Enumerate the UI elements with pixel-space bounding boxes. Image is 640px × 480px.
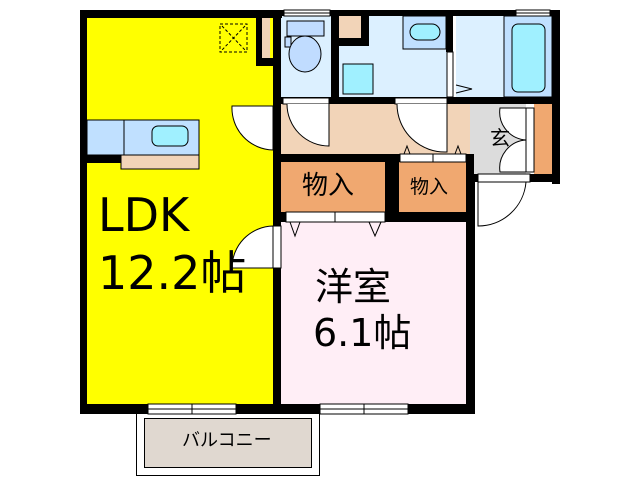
- door-toilet-icon: [282, 97, 330, 147]
- door-ldk-hall-icon: [231, 105, 274, 151]
- bathtub-icon: [503, 15, 553, 98]
- closet-wall-v: [361, 16, 369, 46]
- ldk-window-icon: [147, 403, 237, 415]
- washing-machine-icon: [342, 63, 374, 95]
- storage-door-icon: [399, 144, 467, 163]
- balcony-floor: [144, 418, 312, 468]
- storage-large-label: 物入: [302, 171, 355, 201]
- western-window-icon: [319, 403, 409, 415]
- ldk-floor: [86, 18, 273, 404]
- western-room-size-label: 6.1帖: [313, 311, 412, 355]
- ldk-size-label: 12.2帖: [98, 246, 247, 300]
- kitchen-counter-icon: [86, 119, 200, 170]
- storage-small-label: 物入: [410, 176, 449, 198]
- western-room-name-label: 洋室: [315, 265, 392, 309]
- storage-top-wall: [276, 154, 472, 162]
- toilet-window-icon: [283, 9, 331, 17]
- entrance-label: 玄: [490, 126, 510, 150]
- shoe-cabinet: [534, 104, 552, 174]
- toilet-icon: [284, 20, 325, 73]
- closet-small: [339, 16, 361, 38]
- western-room-floor: [281, 222, 467, 404]
- closet-door-icon: [285, 211, 386, 238]
- closet-wall: [339, 38, 369, 46]
- entrance-inner-door-icon: [499, 107, 535, 173]
- storage-divider: [385, 154, 399, 218]
- toilet-right-wall: [331, 16, 339, 104]
- ldk-storage-strip: [262, 18, 270, 58]
- ldk-right-wall: [273, 18, 281, 404]
- washbasin-icon: [402, 15, 447, 50]
- ldk-name-label: LDK: [98, 188, 190, 242]
- outer-wall-top-left: [80, 10, 282, 18]
- entrance-left-wall: [466, 154, 474, 174]
- outer-wall-right-lower: [466, 180, 475, 414]
- bath-window-icon: [515, 9, 551, 17]
- balcony-label: バルコニー: [182, 430, 272, 451]
- outer-wall-left: [80, 10, 87, 414]
- ldk-notch-vert: [256, 18, 262, 66]
- ventilation-icon: [219, 23, 248, 53]
- storage-small: [399, 162, 466, 212]
- outer-wall-bottom: [80, 404, 475, 414]
- washroom-bath-wall: [446, 16, 453, 52]
- door-washroom-icon: [394, 97, 448, 153]
- outer-wall-top-right: [276, 10, 558, 16]
- bath-door-icon: [446, 51, 473, 98]
- storage-large: [281, 162, 385, 212]
- door-ldk-western-icon: [231, 225, 282, 269]
- ldk-kitchen-notch: [256, 58, 276, 66]
- front-door-icon: [477, 173, 531, 227]
